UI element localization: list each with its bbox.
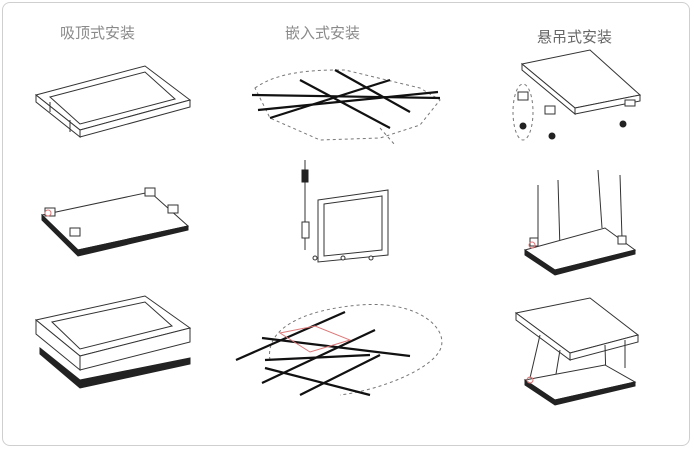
recessed-grid-panel-step3 [235,303,443,397]
surface-frame-step1 [34,65,192,139]
suspended-wires-step2 [523,169,637,276]
recessed-grid-step1 [251,69,441,146]
recessed-panel-with-driver-step2 [301,160,389,263]
surface-panel-step2 [40,187,190,257]
title-suspended-mount: 悬吊式安装 [537,28,613,46]
title-surface-mount: 吸顶式安装 [60,24,136,42]
suspended-panel-brackets-step1 [512,49,642,141]
title-recessed-mount: 嵌入式安装 [285,24,361,42]
suspended-assembly-step3 [514,297,640,406]
surface-frame-over-panel-step3 [34,295,192,389]
